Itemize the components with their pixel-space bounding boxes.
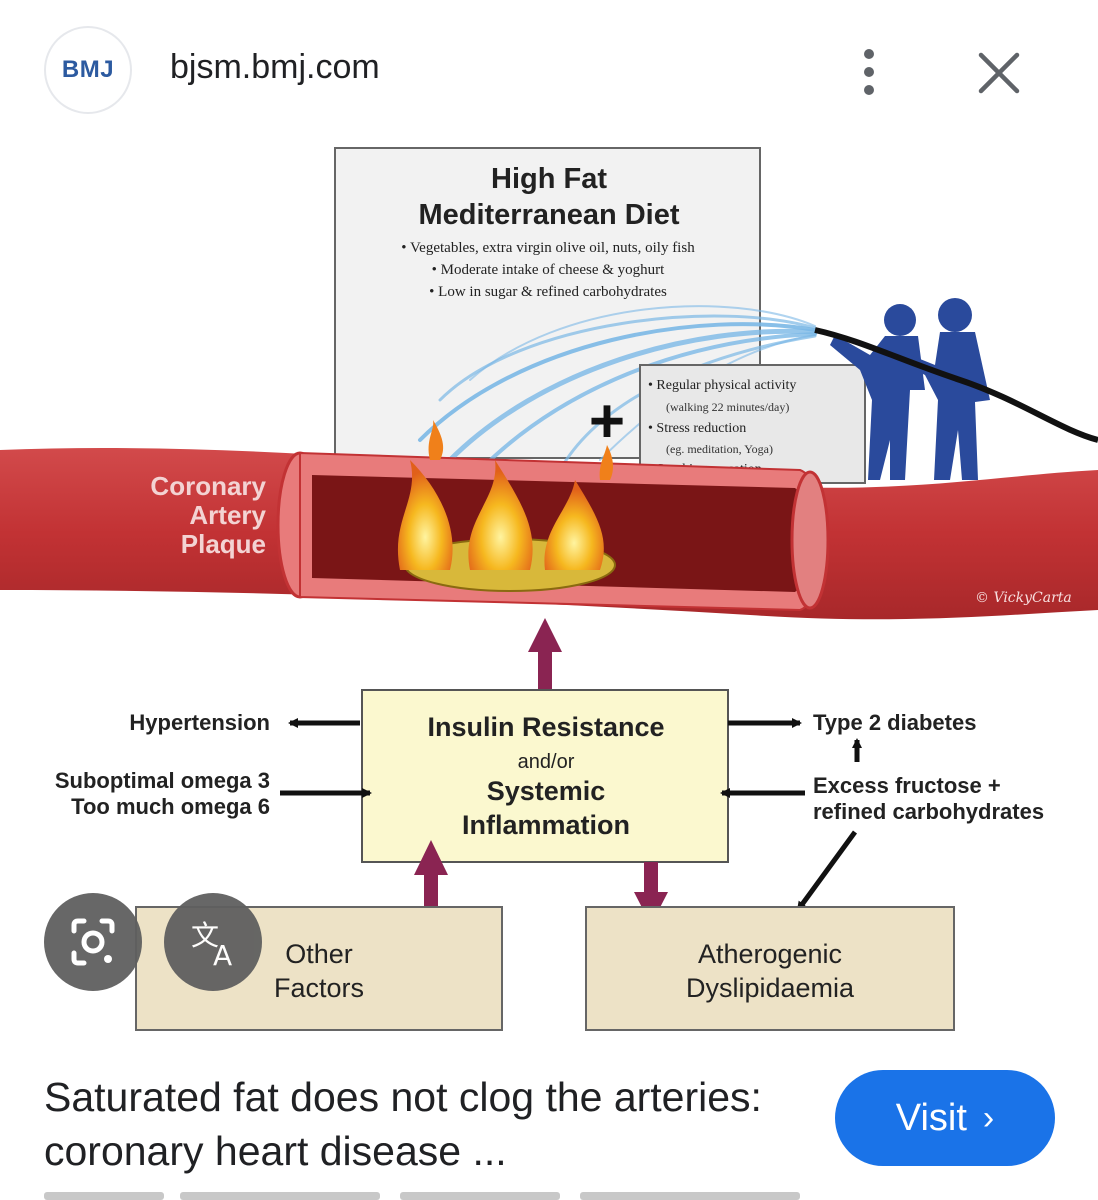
lifestyle-line-4: (eg. meditation, Yoga) [666, 442, 773, 456]
top-bar: BMJ bjsm.bmj.com [0, 0, 1098, 140]
artery-cut-right [790, 470, 830, 610]
plaque-label: Coronary Artery Plaque [150, 471, 266, 559]
plaque-label-1: Coronary [150, 471, 266, 501]
lens-search-button[interactable] [44, 893, 142, 991]
insulin-line-3: Systemic [487, 776, 606, 806]
plaque-label-3: Plaque [181, 529, 266, 559]
plaque-label-2: Artery [189, 500, 266, 530]
arrow-up-to-artery [528, 618, 562, 692]
chevron-right-icon: › [982, 1098, 995, 1137]
lifestyle-line-1: • Regular physical activity [648, 378, 796, 393]
fire-flames [397, 420, 614, 570]
translate-button[interactable]: 文 A [164, 893, 262, 991]
label-hypertension: Hypertension [129, 710, 270, 735]
insulin-box [361, 689, 729, 863]
lifestyle-box [639, 364, 866, 484]
diagram-svg: High Fat Mediterranean Diet • Vegetables… [0, 147, 1098, 1031]
insulin-line-4: Inflammation [462, 810, 630, 840]
result-title[interactable]: Saturated fat does not clog the arteries… [44, 1074, 762, 1174]
fire-hose [814, 327, 1098, 443]
label-type2: Type 2 diabetes [813, 710, 976, 735]
label-omega-1: Suboptimal omega 3 [55, 768, 270, 793]
translate-icon: 文 A [191, 919, 232, 972]
dyslipidaemia-1: Atherogenic [698, 939, 842, 969]
diet-bullet-2: • Moderate intake of cheese & yoghurt [432, 262, 666, 278]
visit-label: Visit [895, 1096, 967, 1139]
insulin-line-1: Insulin Resistance [427, 712, 664, 742]
svg-text:文: 文 [191, 919, 219, 952]
dyslipidaemia-box [585, 906, 955, 1031]
insulin-line-2: and/or [518, 751, 575, 773]
diet-title-1: High Fat [491, 163, 607, 195]
artist-signature: © VickyCarta [975, 590, 1072, 606]
label-fructose-2: refined carbohydrates [813, 799, 1044, 824]
visit-button[interactable]: Visit › [835, 1070, 1055, 1166]
lifestyle-line-3: • Stress reduction [648, 421, 746, 436]
result-image[interactable]: High Fat Mediterranean Diet • Vegetables… [0, 140, 1098, 1035]
plus-sign: + [589, 387, 625, 456]
close-icon[interactable] [972, 46, 1026, 100]
lifestyle-line-2: (walking 22 minutes/day) [666, 400, 789, 414]
dyslipidaemia-2: Dyslipidaemia [686, 973, 855, 1003]
truncated-text-line [0, 1186, 1098, 1200]
favicon-text: BMJ [61, 56, 115, 83]
svg-text:A: A [213, 939, 232, 972]
label-fructose-1: Excess fructose + [813, 773, 1001, 798]
more-vert-icon[interactable] [846, 44, 892, 100]
diet-bullet-3: • Low in sugar & refined carbohydrates [429, 284, 667, 300]
label-omega-2: Too much omega 6 [71, 794, 270, 819]
lens-search-icon [71, 918, 115, 966]
black-arrows [280, 718, 862, 912]
diet-bullet-1: • Vegetables, extra virgin olive oil, nu… [401, 240, 695, 256]
site-domain[interactable]: bjsm.bmj.com [170, 48, 380, 86]
other-factors-2: Factors [274, 973, 364, 1003]
other-factors-1: Other [285, 939, 353, 969]
diet-title-2: Mediterranean Diet [418, 199, 679, 231]
site-favicon: BMJ [46, 28, 130, 112]
